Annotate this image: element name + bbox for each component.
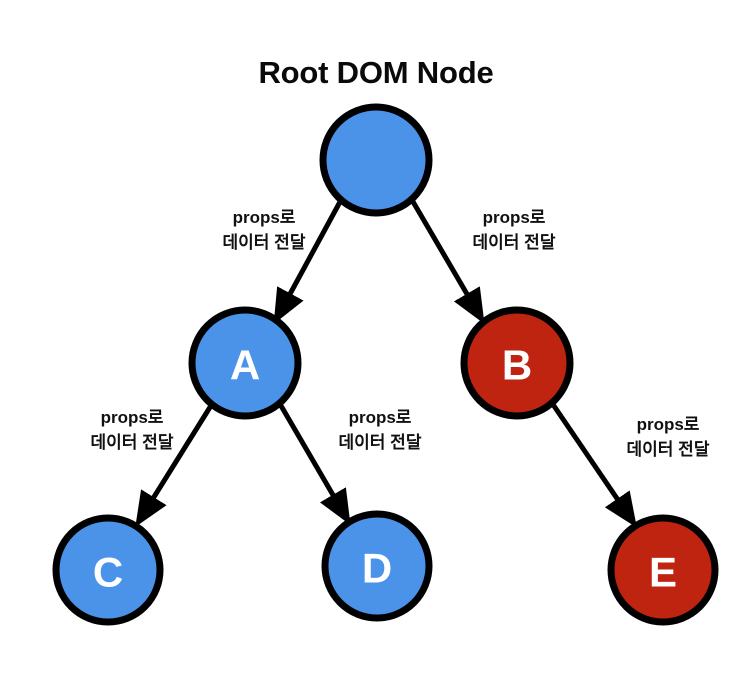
- edge-label-line1: props로: [349, 408, 412, 427]
- node-b[interactable]: B: [460, 306, 574, 420]
- edge-label-a-to-c: props로 데이터 전달: [91, 408, 174, 452]
- node-c-circle[interactable]: [52, 514, 164, 626]
- node-c[interactable]: C: [52, 514, 164, 626]
- node-root-circle[interactable]: [319, 103, 433, 217]
- edge-label-line2: 데이터 전달: [627, 439, 710, 459]
- edge-a-to-c: [135, 402, 215, 527]
- edge-label-root-to-b: props로 데이터 전달: [473, 208, 556, 252]
- edge-label-root-to-a: props로 데이터 전달: [223, 208, 306, 252]
- edge-label-line1: props로: [483, 208, 546, 227]
- edge-label-line1: props로: [101, 408, 164, 427]
- edge-root-to-b: [409, 198, 485, 325]
- node-a-label: A: [230, 342, 260, 389]
- edge-label-group: props로 데이터 전달 props로 데이터 전달 props로 데이터 전…: [91, 208, 710, 459]
- node-e-circle[interactable]: [607, 514, 719, 626]
- node-e[interactable]: E: [607, 514, 719, 626]
- edge-label-line2: 데이터 전달: [339, 432, 422, 452]
- node-c-label: C: [93, 549, 123, 596]
- edge-label-line2: 데이터 전달: [91, 432, 174, 452]
- node-d-circle[interactable]: [321, 510, 433, 622]
- edge-label-line2: 데이터 전달: [473, 232, 556, 252]
- node-d-label: D: [362, 545, 392, 592]
- edge-label-b-to-e: props로 데이터 전달: [627, 415, 710, 459]
- edge-label-line2: 데이터 전달: [223, 232, 306, 252]
- node-a[interactable]: A: [188, 306, 302, 420]
- node-root[interactable]: [319, 103, 433, 217]
- node-b-label: B: [502, 342, 532, 389]
- edge-a-to-d: [277, 402, 351, 526]
- node-b-circle[interactable]: [460, 306, 574, 420]
- page-title: Root DOM Node: [258, 55, 493, 90]
- edge-label-line1: props로: [637, 415, 700, 434]
- node-a-circle[interactable]: [188, 306, 302, 420]
- edge-group: [135, 198, 637, 528]
- edge-label-a-to-d: props로 데이터 전달: [339, 408, 422, 452]
- edge-b-to-e: [549, 401, 637, 528]
- node-e-label: E: [649, 549, 677, 596]
- node-d[interactable]: D: [321, 510, 433, 622]
- edge-label-line1: props로: [233, 208, 296, 227]
- edge-root-to-a: [273, 198, 344, 325]
- node-group: A B C D E: [52, 103, 719, 626]
